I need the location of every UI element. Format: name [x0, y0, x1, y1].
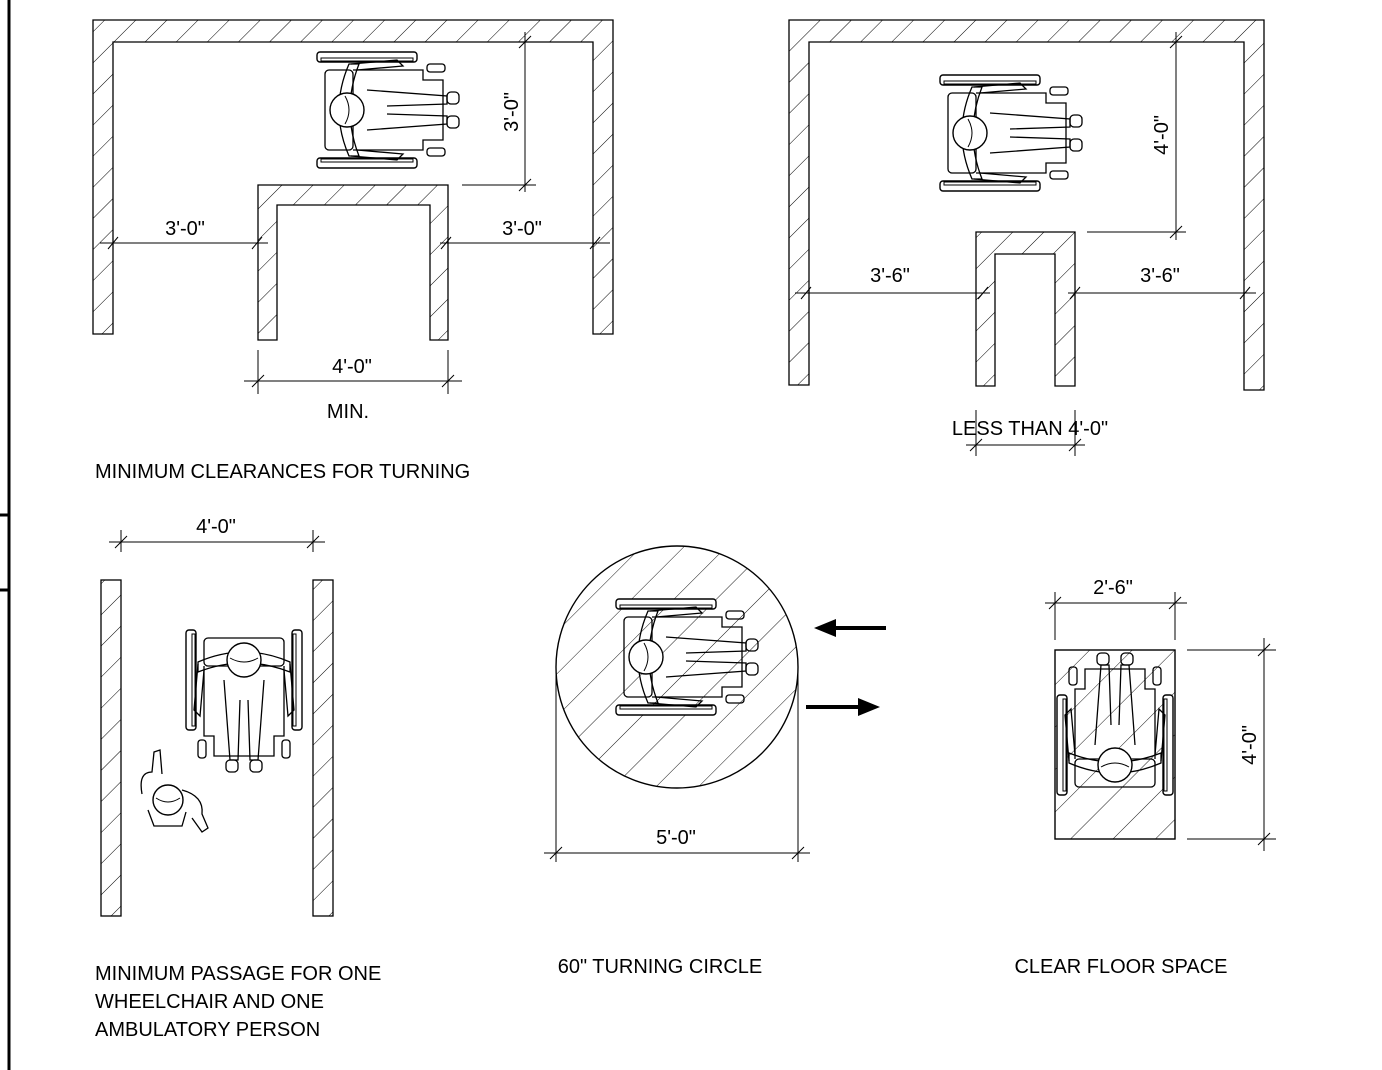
wheelchair-icon: [939, 74, 1083, 192]
caption-turning-min: MINIMUM CLEARANCES FOR TURNING: [95, 461, 470, 483]
dim-width: 2'-6": [1045, 577, 1187, 640]
left-wall: [100, 579, 122, 917]
right-wall: [312, 579, 334, 917]
dim-vertical: 4'-0": [1087, 32, 1186, 240]
svg-text:LESS THAN 4'-0": LESS THAN 4'-0": [952, 418, 1108, 440]
outer-wall: [92, 19, 614, 335]
svg-text:4'-0": 4'-0": [1151, 115, 1173, 155]
wheelchair-icon: [185, 629, 303, 773]
diagram-turning-circle: 5'-0" 60" TURNING CIRCLE: [544, 545, 886, 978]
dim-left: 3'-6": [795, 265, 990, 300]
dim-opening: 4'-0" MIN.: [244, 350, 462, 423]
diagram-turning-min: 3'-0" 3'-0" 3'-0" 4'-0" MIN. MINIMUM CLE…: [92, 19, 614, 483]
svg-text:3'-0": 3'-0": [502, 218, 542, 240]
dim-right: 3'-0": [440, 218, 610, 250]
svg-text:3'-0": 3'-0": [501, 92, 523, 132]
dim-left: 3'-0": [100, 218, 268, 250]
diagram-passage: 4'-0" MINIMUM PASSAGE FOR ONE WHEELCHAIR…: [95, 516, 381, 1041]
svg-text:3'-6": 3'-6": [1140, 265, 1180, 287]
dim-depth: 4'-0": [1187, 638, 1276, 851]
caption-passage-line1: MINIMUM PASSAGE FOR ONE: [95, 963, 381, 985]
outer-wall: [788, 19, 1265, 391]
clear-floor-rect: [1054, 649, 1176, 840]
person-icon: [140, 749, 209, 833]
caption-turning-circle: 60" TURNING CIRCLE: [558, 956, 763, 978]
diagram-clear-floor: 2'-6" 4'-0" CLEAR FLOOR SPACE: [1014, 577, 1276, 978]
svg-text:3'-6": 3'-6": [870, 265, 910, 287]
svg-text:MIN.: MIN.: [327, 401, 369, 423]
dim-diameter: 5'-0": [544, 667, 810, 862]
dim-right: 3'-6": [1068, 265, 1256, 300]
svg-text:4'-0": 4'-0": [332, 356, 372, 378]
inner-wall: [975, 231, 1076, 387]
sheet-border: [0, 0, 11, 1070]
arrow-right-icon: [806, 698, 880, 716]
svg-text:4'-0": 4'-0": [196, 516, 236, 538]
svg-text:3'-0": 3'-0": [165, 218, 205, 240]
dim-vertical: 3'-0": [462, 32, 536, 192]
caption-passage-line3: AMBULATORY PERSON: [95, 1019, 320, 1041]
caption-passage-line2: WHEELCHAIR AND ONE: [95, 991, 324, 1013]
turning-circle: [555, 545, 799, 789]
svg-text:5'-0": 5'-0": [656, 827, 696, 849]
arrow-left-icon: [814, 619, 886, 637]
svg-text:4'-0": 4'-0": [1239, 725, 1261, 765]
wheelchair-icon: [316, 51, 460, 169]
inner-wall: [257, 184, 449, 341]
dim-width: 4'-0": [109, 516, 325, 552]
diagram-turning-narrow: 3'-6" 3'-6" 4'-0" LESS THAN 4'-0": [788, 19, 1265, 456]
dim-opening: LESS THAN 4'-0": [952, 410, 1108, 456]
caption-clear-floor: CLEAR FLOOR SPACE: [1014, 956, 1227, 978]
svg-text:2'-6": 2'-6": [1093, 577, 1133, 599]
